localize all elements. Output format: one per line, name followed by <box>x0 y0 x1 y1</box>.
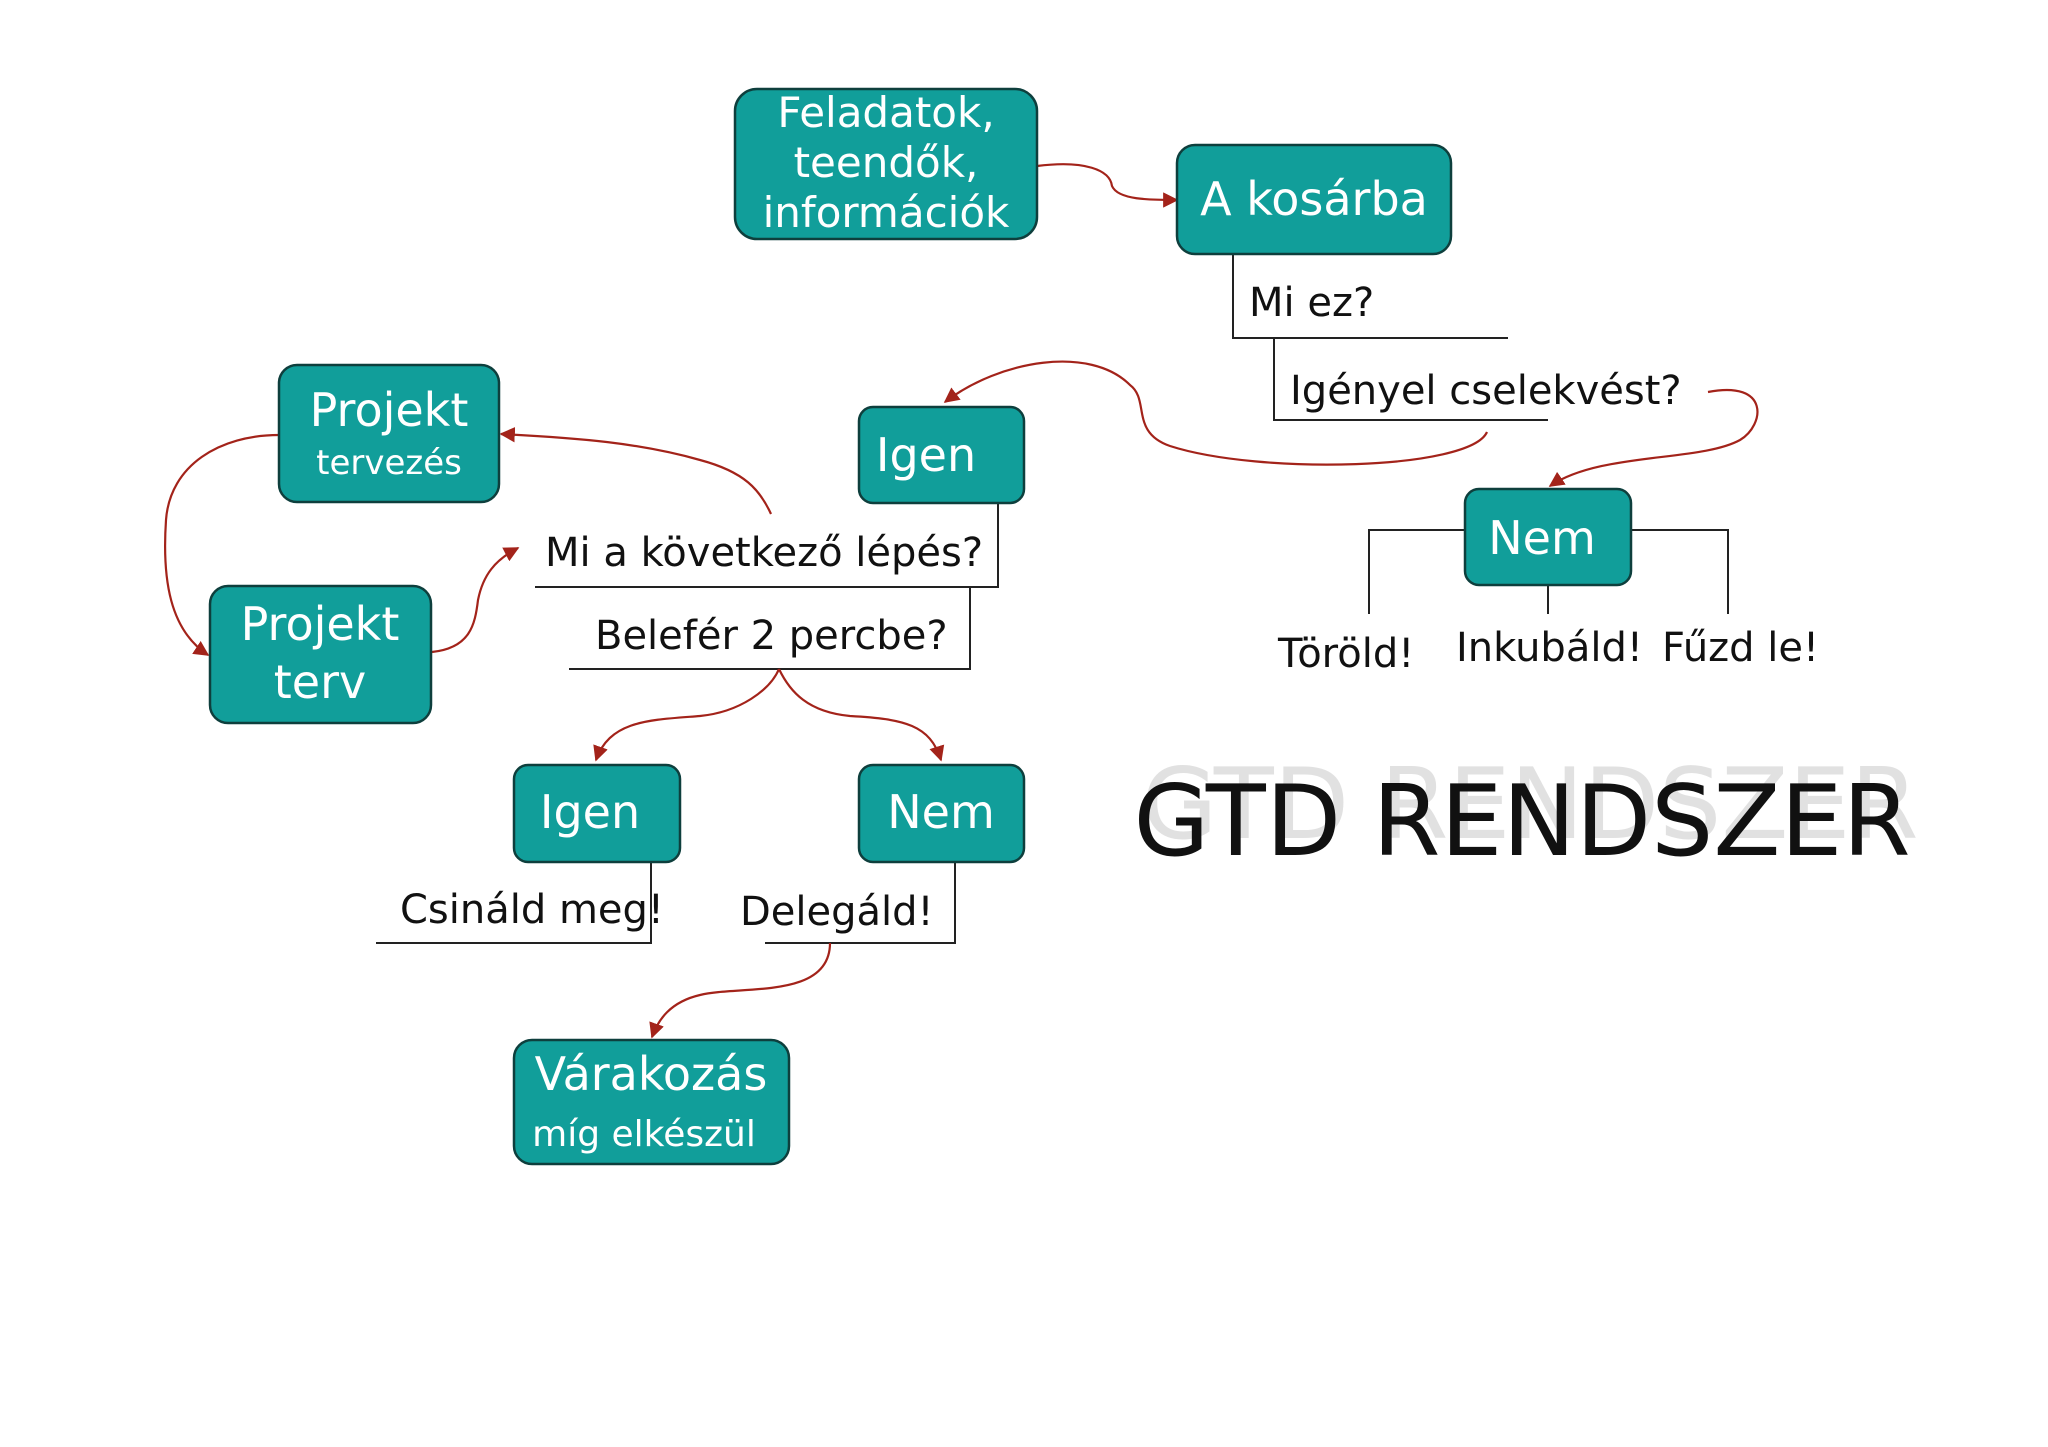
belefer-bracket <box>569 587 971 670</box>
tervezes-line-2: tervezés <box>316 443 462 483</box>
action-labels: Töröld! Inkubáld! Fűzd le! Csináld meg! … <box>400 625 1819 935</box>
node-projekt-terv: Projekt terv <box>208 584 433 725</box>
question-labels: Mi ez? Igényel cselekvést? Mi a következ… <box>545 280 1682 659</box>
node-nem-bottom: Nem <box>857 763 1026 864</box>
nem-bottom-label: Nem <box>887 785 995 839</box>
igenyel-to-nem-arrow <box>1548 389 1759 487</box>
inputs-line-2: teendők, <box>794 138 979 187</box>
terv-line-2: terv <box>274 655 366 709</box>
terv-to-kovetkezo-arrow <box>431 547 520 654</box>
nem-right-label: Nem <box>1488 511 1596 565</box>
igen-bottom-label: Igen <box>540 785 640 839</box>
nem-right-branch <box>1630 529 1729 614</box>
inputs-to-basket-arrow <box>1036 163 1179 208</box>
torold-label: Töröld! <box>1277 631 1414 677</box>
igenyel-label: Igényel cselekvést? <box>1290 368 1682 414</box>
node-igen-bottom: Igen <box>512 763 682 864</box>
basket-label: A kosárba <box>1200 172 1428 226</box>
igen-top-label: Igen <box>876 428 976 482</box>
node-nem-right: Nem <box>1463 487 1633 587</box>
kovetkezo-to-tervezes-arrow <box>499 427 772 515</box>
belefer-to-nem-arrow <box>778 668 945 762</box>
mi-ez-bracket <box>1232 255 1508 339</box>
nem-left-branch <box>1368 529 1464 614</box>
node-projekt-tervezes: Projekt tervezés <box>277 363 501 504</box>
csinald-label: Csináld meg! <box>400 887 664 933</box>
varakozas-line-1: Várakozás <box>535 1047 768 1101</box>
belefer-to-igen-arrow <box>593 668 781 762</box>
flow-arrows <box>163 163 1759 1039</box>
node-igen-top: Igen <box>857 405 1026 505</box>
node-inputs: Feladatok, teendők, információk <box>733 87 1039 241</box>
delegald-to-varakozas-arrow <box>649 942 832 1039</box>
inputs-line-1: Feladatok, <box>777 88 994 137</box>
varakozas-line-2: míg elkészül <box>532 1114 756 1155</box>
inkubald-label: Inkubáld! <box>1456 625 1643 671</box>
belefer-label: Belefér 2 percbe? <box>595 613 948 659</box>
delegald-label: Delegáld! <box>740 889 934 935</box>
tervezes-line-1: Projekt <box>310 383 469 437</box>
diagram-title-shadow: GTD RENDSZER <box>1141 748 1918 862</box>
igenyel-to-igen-arrow <box>943 360 1489 466</box>
kovetkezo-label: Mi a következő lépés? <box>545 530 983 576</box>
delegald-bracket <box>765 862 956 944</box>
node-basket: A kosárba <box>1175 143 1453 256</box>
tervezes-to-terv-arrow <box>163 433 280 656</box>
fuzd-le-label: Fűzd le! <box>1662 625 1819 671</box>
mi-ez-label: Mi ez? <box>1249 280 1374 326</box>
node-varakozas: Várakozás míg elkészül <box>512 1038 791 1166</box>
csinald-bracket <box>376 862 652 944</box>
inputs-line-3: információk <box>763 188 1010 237</box>
bracket-lines <box>376 255 1729 944</box>
terv-line-1: Projekt <box>241 597 400 651</box>
diagram-title: GTD RENDSZER <box>1133 765 1910 879</box>
igenyel-bracket <box>1273 338 1548 421</box>
kovetkezo-bracket <box>535 503 999 588</box>
